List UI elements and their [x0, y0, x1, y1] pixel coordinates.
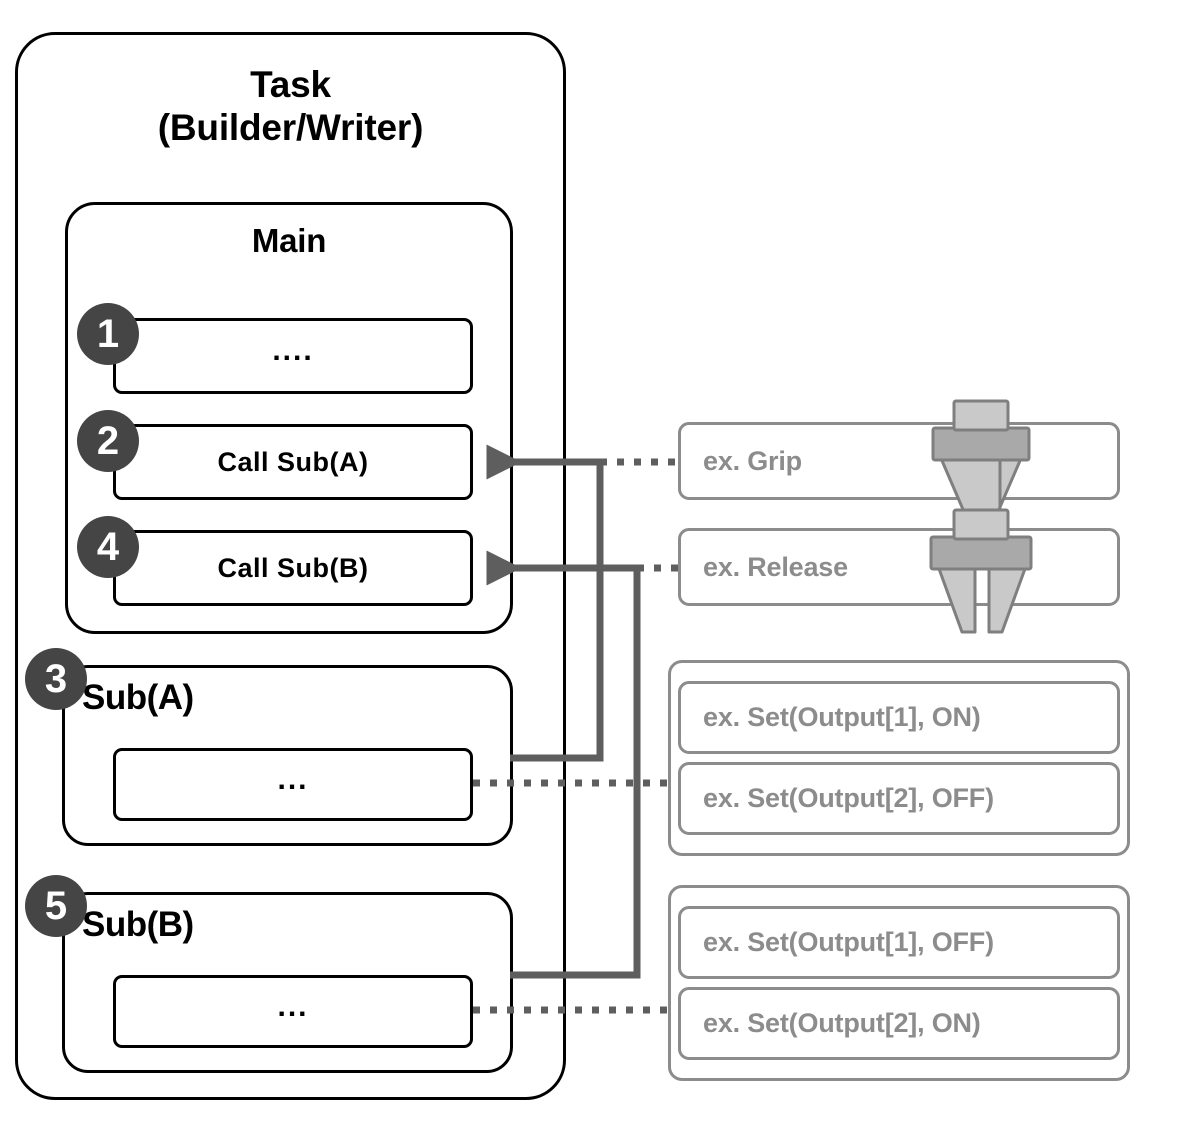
example-set-output1-off[interactable]: ex. Set(Output[1], OFF) [678, 906, 1120, 979]
example-set-output2-off-label: ex. Set(Output[2], OFF) [703, 783, 994, 813]
sub-a-body[interactable]: ... [113, 748, 473, 821]
sub-b-body[interactable]: ... [113, 975, 473, 1048]
main-statement-1-label: .... [272, 334, 314, 367]
step-badge-3: 3 [25, 648, 87, 710]
step-badge-4: 4 [77, 516, 139, 578]
task-title: Task (Builder/Writer) [15, 64, 566, 149]
example-set-output2-off[interactable]: ex. Set(Output[2], OFF) [678, 762, 1120, 835]
main-statement-call-sub-b[interactable]: Call Sub(B) [113, 530, 473, 606]
example-grip-label: ex. Grip [703, 445, 802, 476]
main-statement-4-label: Call Sub(B) [217, 552, 369, 583]
example-set-output1-on-label: ex. Set(Output[1], ON) [703, 702, 981, 732]
step-badge-5: 5 [25, 875, 87, 937]
example-set-output2-on[interactable]: ex. Set(Output[2], ON) [678, 987, 1120, 1060]
example-set-output2-on-label: ex. Set(Output[2], ON) [703, 1008, 981, 1038]
sub-a-title: Sub(A) [82, 678, 194, 717]
main-statement-2-label: Call Sub(A) [217, 446, 369, 477]
task-title-line2: (Builder/Writer) [157, 106, 424, 148]
example-set-output1-on[interactable]: ex. Set(Output[1], ON) [678, 681, 1120, 754]
step-badge-1: 1 [77, 303, 139, 365]
task-title-line1: Task [250, 64, 331, 105]
example-grip[interactable]: ex. Grip [678, 422, 1120, 500]
example-set-output1-off-label: ex. Set(Output[1], OFF) [703, 927, 994, 957]
example-release[interactable]: ex. Release [678, 528, 1120, 606]
sub-b-container [62, 892, 513, 1073]
sub-a-body-label: ... [277, 762, 309, 796]
main-title: Main [251, 222, 327, 259]
main-statement-1[interactable]: .... [113, 318, 473, 394]
example-release-label: ex. Release [703, 551, 848, 582]
sub-b-title: Sub(B) [82, 905, 194, 944]
main-statement-call-sub-a[interactable]: Call Sub(A) [113, 424, 473, 500]
step-badge-2: 2 [77, 410, 139, 472]
main-container [65, 202, 513, 634]
sub-b-body-label: ... [277, 989, 309, 1023]
